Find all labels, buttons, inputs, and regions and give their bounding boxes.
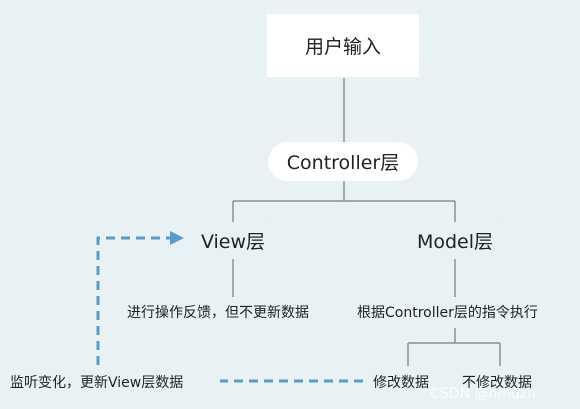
- user-input-node: 用户输入: [267, 14, 419, 77]
- model-label: Model层: [416, 231, 494, 253]
- controller-node: Controller层: [268, 142, 418, 181]
- listen-text: 监听变化，更新View层数据: [10, 372, 184, 392]
- model-node: Model层: [400, 222, 510, 259]
- modify-text: 修改数据: [373, 372, 429, 392]
- view-node: View层: [190, 222, 276, 259]
- watermark: CSDN @hmqzh: [430, 386, 536, 402]
- user-input-label: 用户输入: [304, 36, 381, 58]
- view-action-text: 进行操作反馈，但不更新数据: [127, 302, 309, 322]
- model-action-text: 根据Controller层的指令执行: [357, 302, 538, 322]
- controller-label: Controller层: [286, 152, 400, 174]
- dashed-arrowhead: [170, 231, 184, 245]
- dashed-feedback-up: [96, 236, 170, 365]
- view-label: View层: [200, 231, 266, 253]
- no-modify-text: 不修改数据: [462, 372, 532, 392]
